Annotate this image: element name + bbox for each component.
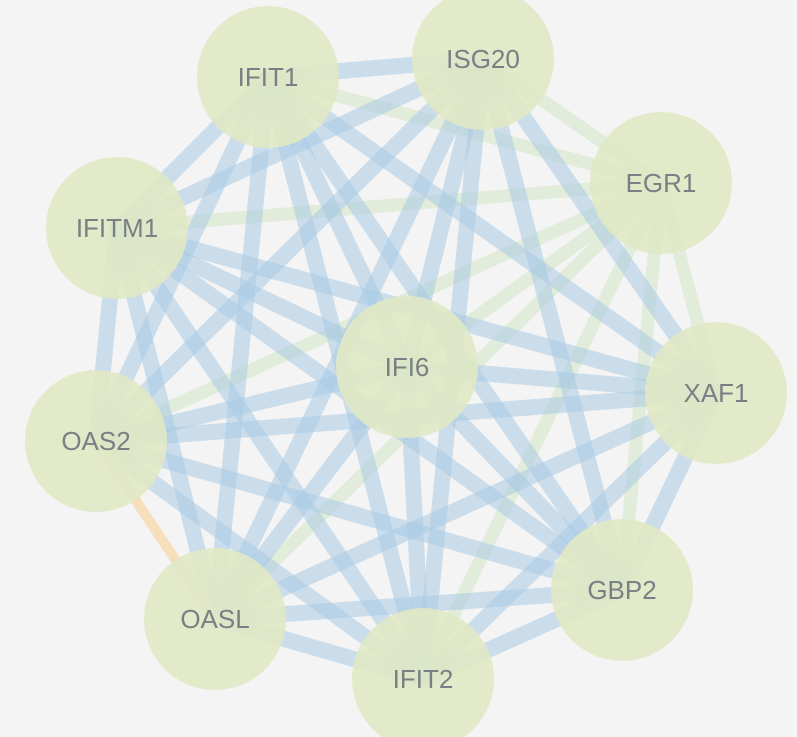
- node-label: EGR1: [626, 168, 697, 198]
- node-label: XAF1: [683, 378, 748, 408]
- node-ifit1[interactable]: IFIT1: [197, 6, 339, 148]
- node-circle: [645, 322, 787, 464]
- edge-oasl-xaf1: [207, 385, 724, 627]
- node-circle: [590, 112, 732, 254]
- node-label: ISG20: [446, 44, 520, 74]
- node-label: OASL: [180, 604, 249, 634]
- node-label: IFITM1: [76, 213, 158, 243]
- node-ifit2[interactable]: IFIT2: [352, 608, 494, 737]
- node-circle: [46, 157, 188, 299]
- node-circle: [551, 519, 693, 661]
- nodes-layer: IFIT1 ISG20EGR1IFITM1IFI6XAF1OAS2GBP2OASL…: [25, 0, 787, 737]
- node-oas2[interactable]: OAS2: [25, 370, 167, 512]
- node-label: OAS2: [61, 426, 130, 456]
- node-circle: [25, 370, 167, 512]
- node-xaf1[interactable]: XAF1: [645, 322, 787, 464]
- node-circle: [144, 548, 286, 690]
- node-ifi6[interactable]: IFI6: [336, 296, 478, 438]
- node-oasl[interactable]: OASL: [144, 548, 286, 690]
- node-egr1[interactable]: EGR1: [590, 112, 732, 254]
- node-ifitm1[interactable]: IFITM1: [46, 157, 188, 299]
- node-label: GBP2: [587, 575, 656, 605]
- node-label: IFIT1: [238, 62, 299, 92]
- node-label: IFIT2: [393, 664, 454, 694]
- node-isg20[interactable]: ISG20: [412, 0, 554, 130]
- node-circle: [336, 296, 478, 438]
- node-circle: [197, 6, 339, 148]
- node-circle: [352, 608, 494, 737]
- node-label: IFI6: [385, 352, 430, 382]
- node-gbp2[interactable]: GBP2: [551, 519, 693, 661]
- node-circle: [412, 0, 554, 130]
